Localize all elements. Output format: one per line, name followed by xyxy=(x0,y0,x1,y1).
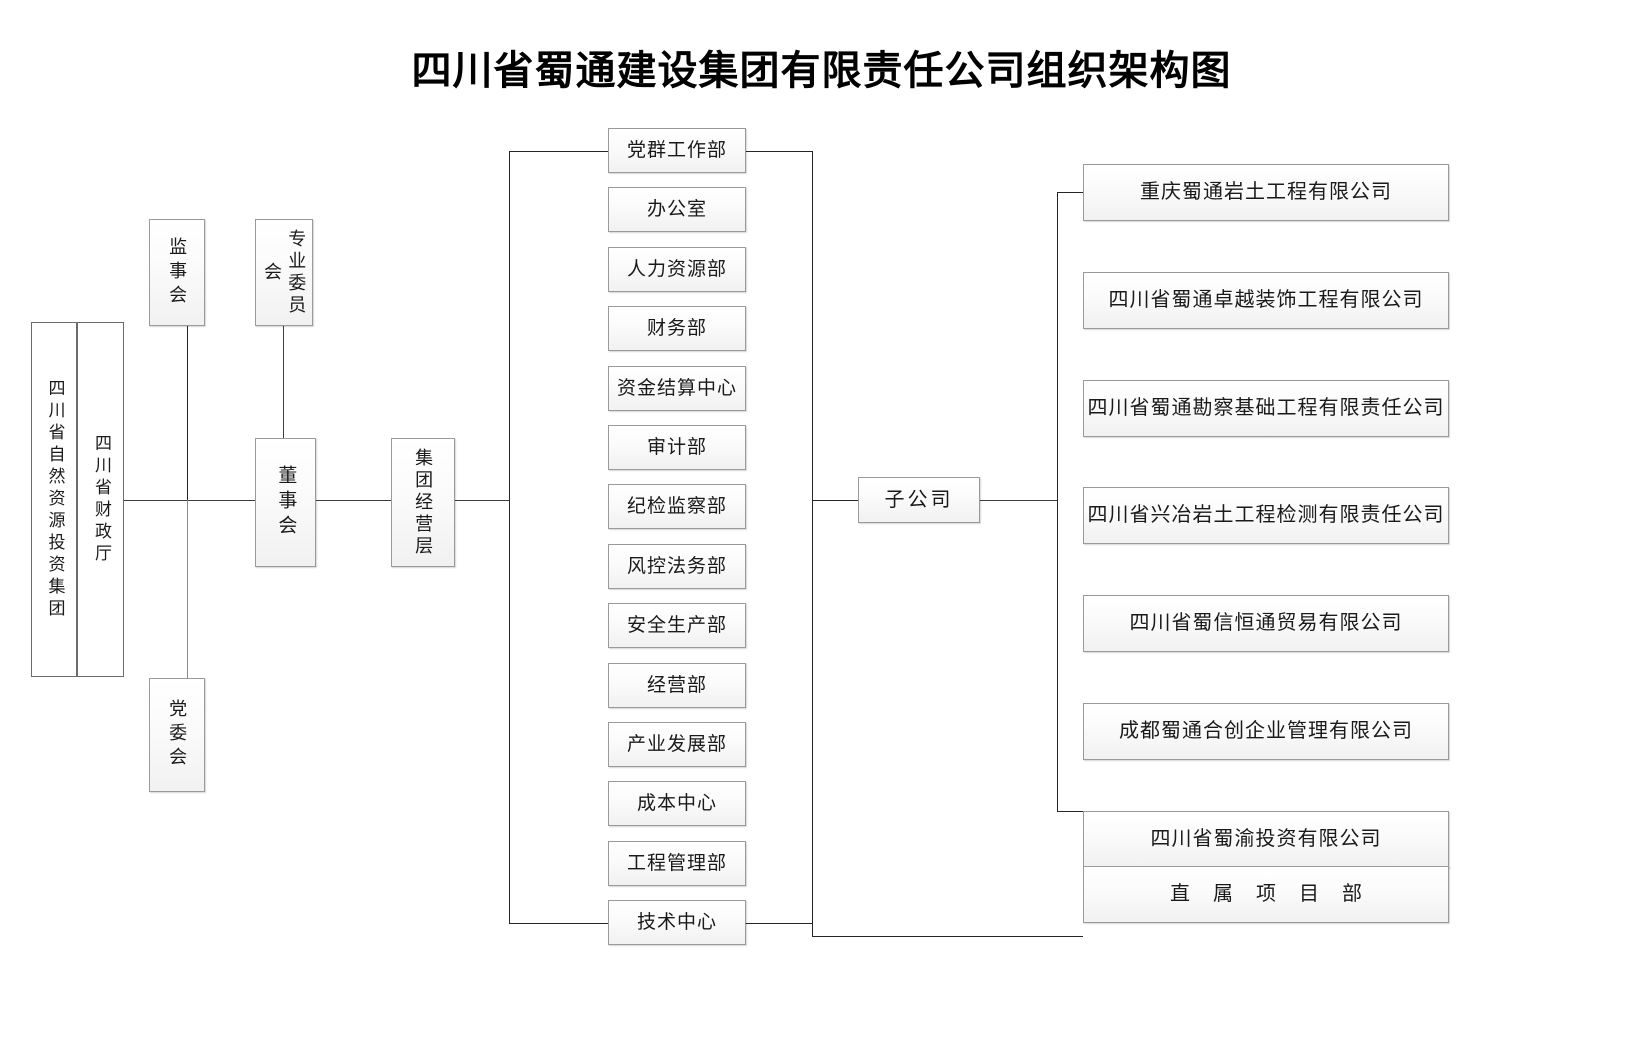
department-box-3[interactable]: 人力资源部 xyxy=(608,247,746,292)
connector-subsidiaries-rail xyxy=(1057,192,1058,812)
supervisory-board-box[interactable]: 监事会 xyxy=(149,219,205,326)
board-of-directors-label: 董事会 xyxy=(275,465,297,540)
subsidiary-box-3[interactable]: 四川省蜀通勘察基础工程有限责任公司 xyxy=(1083,380,1449,437)
connector-departments-right-bottom xyxy=(716,923,813,924)
connector-departments-left-rail xyxy=(509,151,510,924)
group-management-label: 集团经营层 xyxy=(413,447,434,558)
subsidiary-label: 重庆蜀通岩土工程有限公司 xyxy=(1140,181,1392,203)
professional-committee-label: 专业委员会 xyxy=(262,228,307,317)
subsidiary-box-1[interactable]: 重庆蜀通岩土工程有限公司 xyxy=(1083,164,1449,221)
department-box-14[interactable]: 技术中心 xyxy=(608,900,746,945)
subsidiary-label: 四川省兴冶岩土工程检测有限责任公司 xyxy=(1087,504,1445,526)
shareholder-label-natural-resources: 四川省自然资源投资集团 xyxy=(45,378,65,621)
page-title: 四川省蜀通建设集团有限责任公司组织架构图 xyxy=(411,49,1232,93)
department-label: 安全生产部 xyxy=(626,614,727,636)
department-label: 技术中心 xyxy=(636,911,717,933)
professional-committee-box[interactable]: 专业委员会 xyxy=(255,219,313,326)
direct-projects-label: 直 属 项 目 部 xyxy=(1170,883,1371,905)
subsidiary-box-6[interactable]: 成都蜀通合创企业管理有限公司 xyxy=(1083,703,1449,760)
shareholder-box-finance-department[interactable]: 四川省财政厅 xyxy=(77,322,124,677)
department-box-4[interactable]: 财务部 xyxy=(608,306,746,351)
party-committee-box[interactable]: 党委会 xyxy=(149,678,205,792)
department-label: 产业发展部 xyxy=(626,733,727,755)
department-label: 经营部 xyxy=(646,674,707,696)
connector-subsidiaries-top xyxy=(1057,192,1084,193)
subsidiary-label: 成都蜀通合创企业管理有限公司 xyxy=(1119,720,1413,742)
subsidiary-box-7[interactable]: 四川省蜀渝投资有限公司 xyxy=(1083,811,1449,868)
department-label: 资金结算中心 xyxy=(616,377,737,399)
subsidiary-box-2[interactable]: 四川省蜀通卓越装饰工程有限公司 xyxy=(1083,272,1449,329)
connector-departments-right-rail xyxy=(812,151,813,937)
connector-departments-left-bottom xyxy=(509,923,609,924)
department-label: 审计部 xyxy=(646,436,707,458)
subsidiary-group-box[interactable]: 子公司 xyxy=(858,477,980,523)
department-label: 成本中心 xyxy=(636,792,717,814)
connector-committee-stem xyxy=(283,325,284,439)
connector-supervisory-stem xyxy=(187,325,188,501)
party-committee-label: 党委会 xyxy=(167,699,188,771)
department-label: 财务部 xyxy=(646,317,707,339)
department-box-11[interactable]: 产业发展部 xyxy=(608,722,746,767)
department-box-13[interactable]: 工程管理部 xyxy=(608,841,746,886)
subsidiary-box-4[interactable]: 四川省兴冶岩土工程检测有限责任公司 xyxy=(1083,487,1449,544)
subsidiary-label: 四川省蜀信恒通贸易有限公司 xyxy=(1129,612,1403,634)
connector-to-direct-projects xyxy=(812,936,1083,937)
department-box-7[interactable]: 纪检监察部 xyxy=(608,484,746,529)
subsidiary-box-5[interactable]: 四川省蜀信恒通贸易有限公司 xyxy=(1083,595,1449,652)
department-label: 风控法务部 xyxy=(626,555,727,577)
department-box-5[interactable]: 资金结算中心 xyxy=(608,366,746,411)
department-label: 工程管理部 xyxy=(626,852,727,874)
shareholder-label-finance-department: 四川省财政厅 xyxy=(91,433,111,566)
department-box-9[interactable]: 安全生产部 xyxy=(608,603,746,648)
group-management-box[interactable]: 集团经营层 xyxy=(391,438,455,567)
department-box-6[interactable]: 审计部 xyxy=(608,425,746,470)
subsidiary-label: 四川省蜀渝投资有限公司 xyxy=(1150,828,1382,850)
connector-subsidiary-group-stem xyxy=(980,500,1058,501)
shareholder-box-natural-resources[interactable]: 四川省自然资源投资集团 xyxy=(31,322,77,677)
department-box-12[interactable]: 成本中心 xyxy=(608,781,746,826)
department-label: 纪检监察部 xyxy=(626,495,727,517)
department-label: 党群工作部 xyxy=(626,139,727,161)
department-box-1[interactable]: 党群工作部 xyxy=(608,128,746,173)
connector-departments-right-top xyxy=(716,151,813,152)
department-box-8[interactable]: 风控法务部 xyxy=(608,544,746,589)
department-box-10[interactable]: 经营部 xyxy=(608,663,746,708)
department-label: 人力资源部 xyxy=(626,258,727,280)
subsidiary-group-label: 子公司 xyxy=(884,488,954,511)
direct-projects-box[interactable]: 直 属 项 目 部 xyxy=(1083,866,1449,923)
connector-party-stem xyxy=(187,500,188,678)
subsidiary-label: 四川省蜀通勘察基础工程有限责任公司 xyxy=(1087,397,1445,419)
board-of-directors-box[interactable]: 董事会 xyxy=(255,438,316,567)
connector-subsidiaries-bottom xyxy=(1057,811,1084,812)
supervisory-board-label: 监事会 xyxy=(167,236,188,309)
connector-departments-left-top xyxy=(509,151,609,152)
department-box-2[interactable]: 办公室 xyxy=(608,187,746,232)
connector-to-subsidiary-group xyxy=(812,500,859,501)
connector-board-to-management xyxy=(316,500,392,501)
connector-management-to-departments xyxy=(455,500,510,501)
department-label: 办公室 xyxy=(646,198,707,220)
subsidiary-label: 四川省蜀通卓越装饰工程有限公司 xyxy=(1108,289,1424,311)
